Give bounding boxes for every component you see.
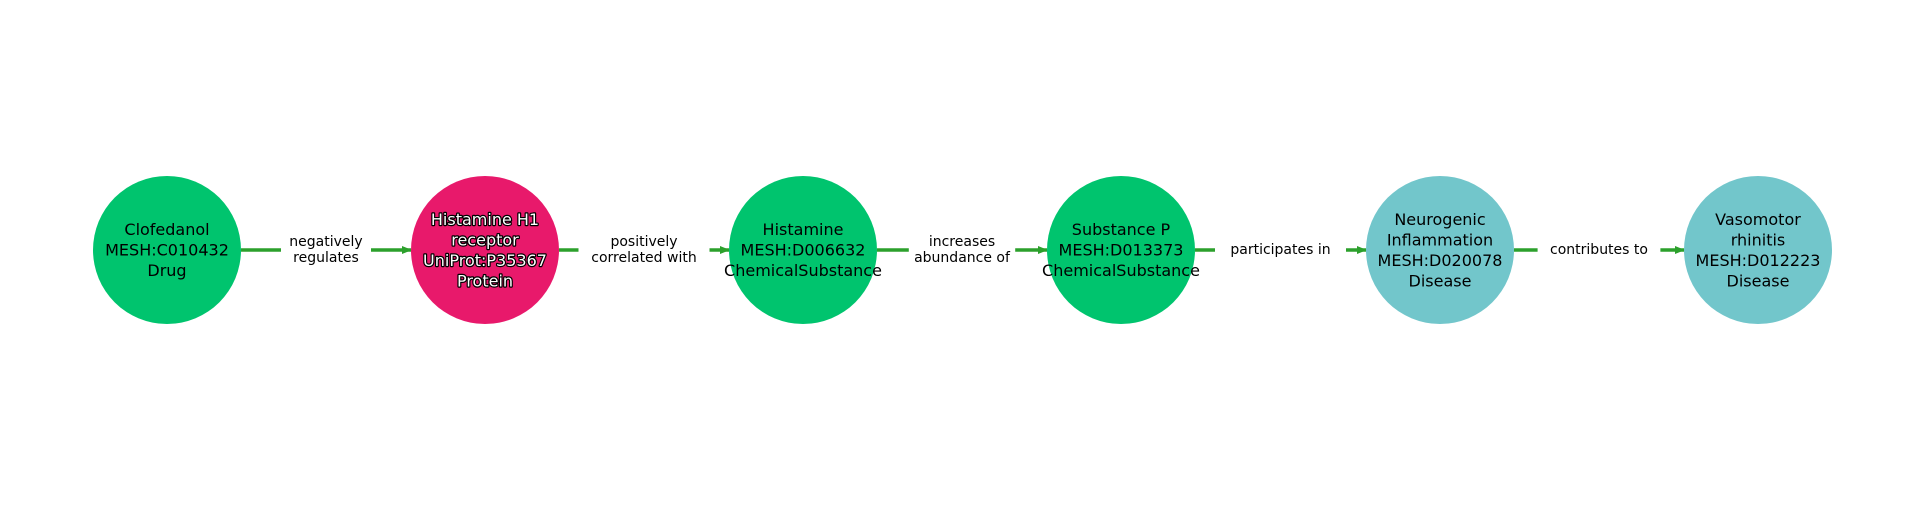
node-label-line: MESH:D020078 (1378, 251, 1503, 270)
edge-label-background (908, 232, 1016, 268)
node-label-line: Neurogenic (1394, 210, 1485, 229)
node-circle[interactable] (1366, 176, 1514, 324)
node-label-line: MESH:D012223 (1696, 251, 1821, 270)
node-circle[interactable] (1047, 176, 1195, 324)
node-label-line: Substance P (1072, 220, 1171, 239)
edge-label-line: increases (929, 234, 995, 250)
node-circle[interactable] (729, 176, 877, 324)
edge-label-background (1215, 240, 1346, 260)
edge-label: contributes to (1550, 242, 1648, 258)
node-label-line: Disease (1409, 271, 1472, 290)
edge-label-line: contributes to (1550, 242, 1648, 258)
node-label-line: Inflammation (1387, 230, 1493, 249)
edge-label-line: positively (610, 234, 677, 250)
edge-label-background (281, 232, 371, 268)
node-label-line: MESH:D006632 (741, 241, 866, 260)
edge-3: participates in (1195, 240, 1367, 260)
edge-label-line: negatively (289, 234, 362, 250)
node-label-line: ChemicalSubstance (1042, 261, 1200, 280)
edge-label-line: participates in (1230, 242, 1330, 258)
node-label-line: MESH:C010432 (105, 241, 229, 260)
node-label-line: Drug (147, 261, 186, 280)
node-circle[interactable] (411, 176, 559, 324)
node-label-line: Histamine H1 (431, 210, 539, 229)
node-label-line: Vasomotor (1715, 210, 1801, 229)
edge-label-background (1537, 240, 1661, 260)
edge-label-background (578, 232, 710, 268)
node-label-line: receptor (451, 230, 519, 249)
node-circle[interactable] (93, 176, 241, 324)
node-label-line: MESH:D013373 (1059, 241, 1184, 260)
edge-label: participates in (1230, 242, 1330, 258)
edge-label-line: regulates (293, 250, 359, 266)
node-label-line: Protein (457, 271, 513, 290)
node-label-line: Disease (1727, 271, 1790, 290)
node-label-line: ChemicalSubstance (724, 261, 882, 280)
edge-label-line: abundance of (914, 250, 1011, 266)
node-circle[interactable] (1684, 176, 1832, 324)
node-label-line: UniProt:P35367 (423, 251, 547, 270)
node-label-line: Clofedanol (124, 220, 209, 239)
node-label-line: rhinitis (1731, 230, 1786, 249)
edge-label-line: correlated with (591, 250, 696, 266)
node-label-line: Histamine (763, 220, 844, 239)
edge-4: contributes to (1514, 240, 1685, 260)
